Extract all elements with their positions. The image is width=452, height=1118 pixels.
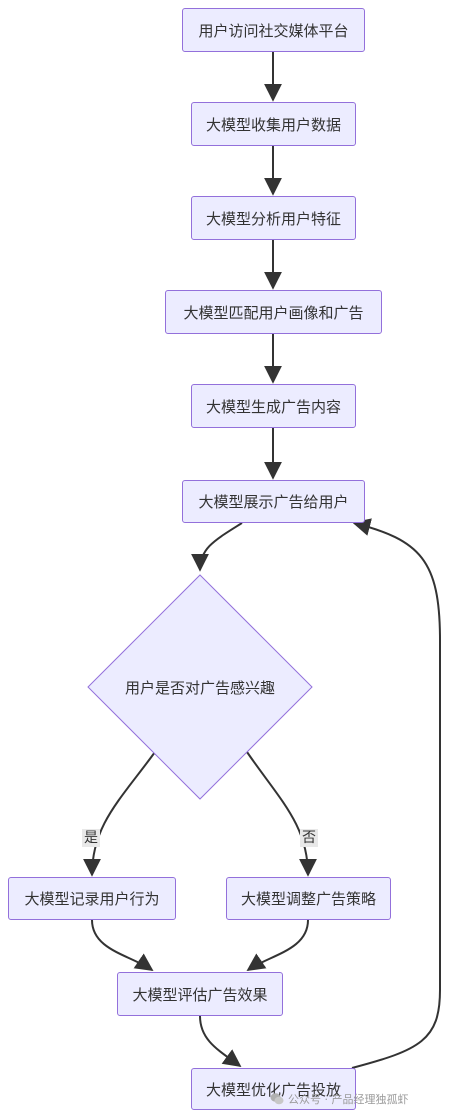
edge-decision-record [83,751,156,877]
watermark-text: 公众号 · 产品经理独孤虾 [288,1093,409,1106]
wechat-icon [270,1093,284,1105]
node-visit: 用户访问社交媒体平台 [182,8,365,52]
edge-record-evaluate [91,919,154,972]
node-decision: 用户是否对广告感兴趣 [124,678,275,697]
edge-optimize-display [351,518,441,1069]
decision-diamond [87,574,313,800]
edge-label-yes: 是 [82,829,100,847]
watermark: 公众号 · 产品经理独孤虾 [270,1091,409,1107]
edge-label-no: 否 [300,829,318,847]
edge-display-decision [191,522,243,572]
node-analyze: 大模型分析用户特征 [191,196,356,240]
edge-evaluate-optimize [199,1015,242,1068]
node-generate: 大模型生成广告内容 [191,384,356,428]
edge-decision-adjust [246,751,317,877]
node-optimize: 大模型优化广告投放 [191,1068,356,1110]
node-match: 大模型匹配用户画像和广告 [165,290,382,334]
node-record: 大模型记录用户行为 [8,877,176,920]
edge-adjust-evaluate [246,919,309,972]
node-display: 大模型展示广告给用户 [182,480,365,523]
node-collect: 大模型收集用户数据 [191,102,356,146]
node-evaluate: 大模型评估广告效果 [117,972,283,1016]
node-adjust: 大模型调整广告策略 [226,877,391,920]
